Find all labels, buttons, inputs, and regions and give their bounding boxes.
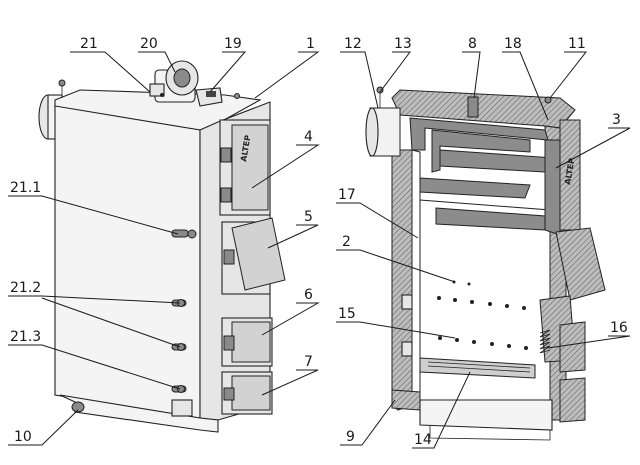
- label-15: 15: [338, 306, 356, 322]
- label-14: 14: [414, 432, 432, 448]
- label-18: 18: [504, 36, 522, 52]
- rear-bracket-lower: [401, 341, 413, 357]
- rear-bracket-upper: [401, 294, 413, 310]
- top-fitting: [160, 93, 164, 97]
- label-1: 1: [306, 36, 315, 52]
- chamber-back-wall: [411, 149, 421, 406]
- boiler-exterior-view: ALTEP: [38, 60, 286, 433]
- section-door-cleaning: [559, 377, 586, 423]
- label-12: 12: [344, 36, 362, 52]
- fan-hub: [173, 68, 191, 88]
- middle-door-panel: [231, 217, 286, 291]
- label-13: 13: [394, 36, 412, 52]
- boiler-section-view: ALTEP: [365, 86, 606, 441]
- section-door-ash: [559, 321, 586, 373]
- label-21: 21: [80, 36, 98, 52]
- fan-outlet: [149, 83, 165, 97]
- label-4: 4: [304, 129, 313, 145]
- drain-pipe: [71, 401, 85, 413]
- leader-lines: [8, 51, 631, 449]
- label-9: 9: [346, 429, 355, 445]
- part-labels: 21 20 19 1 4 5 6 7 21.1 21.2 21.3 10 12 …: [10, 36, 628, 448]
- label-16: 16: [610, 320, 628, 336]
- air-holes-lower: [438, 336, 528, 350]
- label-6: 6: [304, 287, 313, 303]
- door-spring: [539, 329, 551, 354]
- section-door-middle: [555, 227, 606, 301]
- label-21-2: 21.2: [10, 280, 41, 296]
- label-21-1: 21.1: [10, 180, 41, 196]
- base-foot: [171, 399, 193, 417]
- insulation-left-wall: [391, 149, 413, 411]
- label-17: 17: [338, 187, 356, 203]
- label-2: 2: [342, 234, 351, 250]
- label-10: 10: [14, 429, 32, 445]
- label-8: 8: [468, 36, 477, 52]
- boiler-side-panel: [54, 105, 201, 419]
- label-21-3: 21.3: [10, 329, 41, 345]
- upper-door-panel: [231, 124, 269, 211]
- label-7: 7: [304, 354, 313, 370]
- section-base: [391, 389, 421, 411]
- label-19: 19: [224, 36, 242, 52]
- front-plate-upper: [544, 139, 561, 236]
- exchanger-plate-1: [431, 129, 531, 173]
- air-holes-upper: [437, 280, 526, 310]
- section-floor: [419, 399, 553, 431]
- top-outlet-pipe: [467, 96, 479, 118]
- deflector-1: [439, 149, 556, 173]
- exchanger-plate-top: [409, 117, 549, 151]
- deflector-2: [419, 177, 531, 199]
- insulation-top: [391, 89, 576, 129]
- label-20: 20: [140, 36, 158, 52]
- label-5: 5: [304, 209, 313, 225]
- label-11: 11: [568, 36, 586, 52]
- label-3: 3: [612, 112, 621, 128]
- controller-display: [206, 91, 216, 97]
